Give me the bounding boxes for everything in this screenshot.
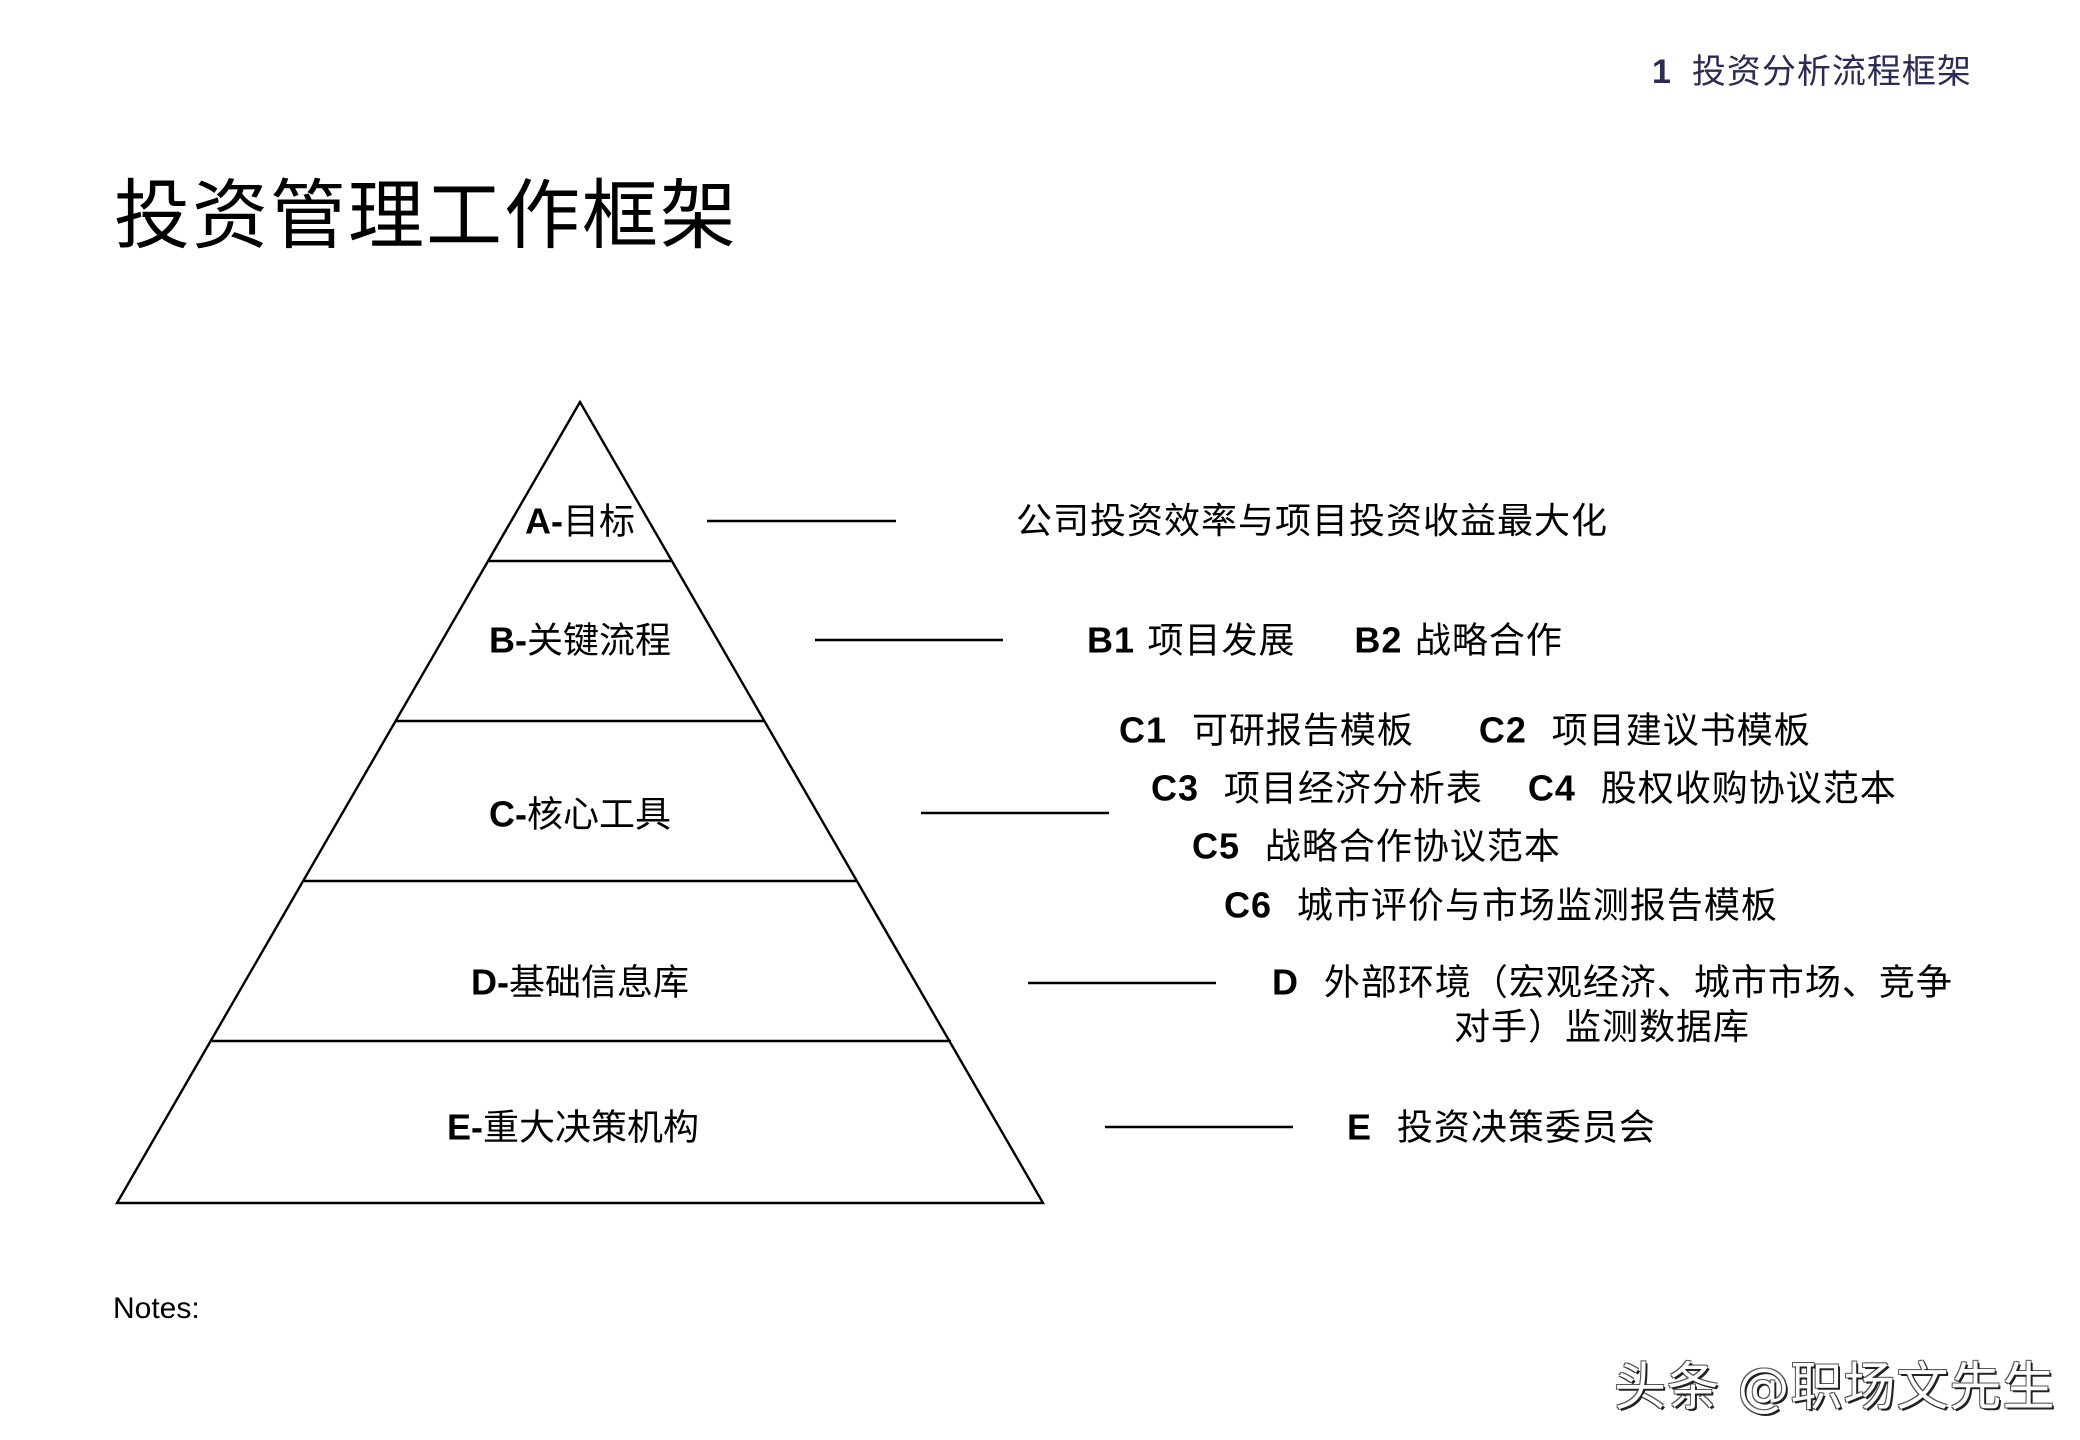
section-number: 1: [1652, 53, 1672, 91]
section-title: 投资分析流程框架: [1691, 52, 1972, 92]
level-e-label: E-重大决策机构: [446, 1106, 700, 1149]
detail-d-line2: 对手）监测数据库: [1454, 1007, 1751, 1048]
section-header: 1 投资分析流程框架: [1652, 44, 1972, 93]
detail-a: 公司投资效率与项目投资收益最大化: [1016, 501, 1609, 542]
level-c-label: C-核心工具: [488, 793, 672, 836]
level-b-label: B-关键流程: [488, 619, 672, 662]
page-title: 投资管理工作框架: [114, 171, 738, 260]
pyramid-outline: [114, 399, 1046, 1205]
detail-e: E 投资决策委员会: [1347, 1106, 1656, 1149]
detail-d-line1: D 外部环境（宏观经济、城市市场、竞争: [1272, 961, 1953, 1004]
detail-c-row1: C1 可研报告模板 C2 项目建议书模板: [1119, 709, 1811, 752]
detail-c-row3: C5 战略合作协议范本: [1192, 825, 1561, 868]
detail-c-row4: C6 城市评价与市场监测报告模板: [1224, 884, 1778, 927]
level-a-label: A-目标: [524, 500, 636, 543]
watermark: 头条 @职场文先生: [1614, 1358, 2056, 1418]
detail-c-row2: C3 项目经济分析表 C4 股权收购协议范本: [1151, 767, 1897, 810]
level-d-label: D-基础信息库: [470, 961, 690, 1004]
detail-b: B1 项目发展 B2 战略合作: [1087, 619, 1563, 662]
notes-label: Notes:: [113, 1292, 200, 1325]
